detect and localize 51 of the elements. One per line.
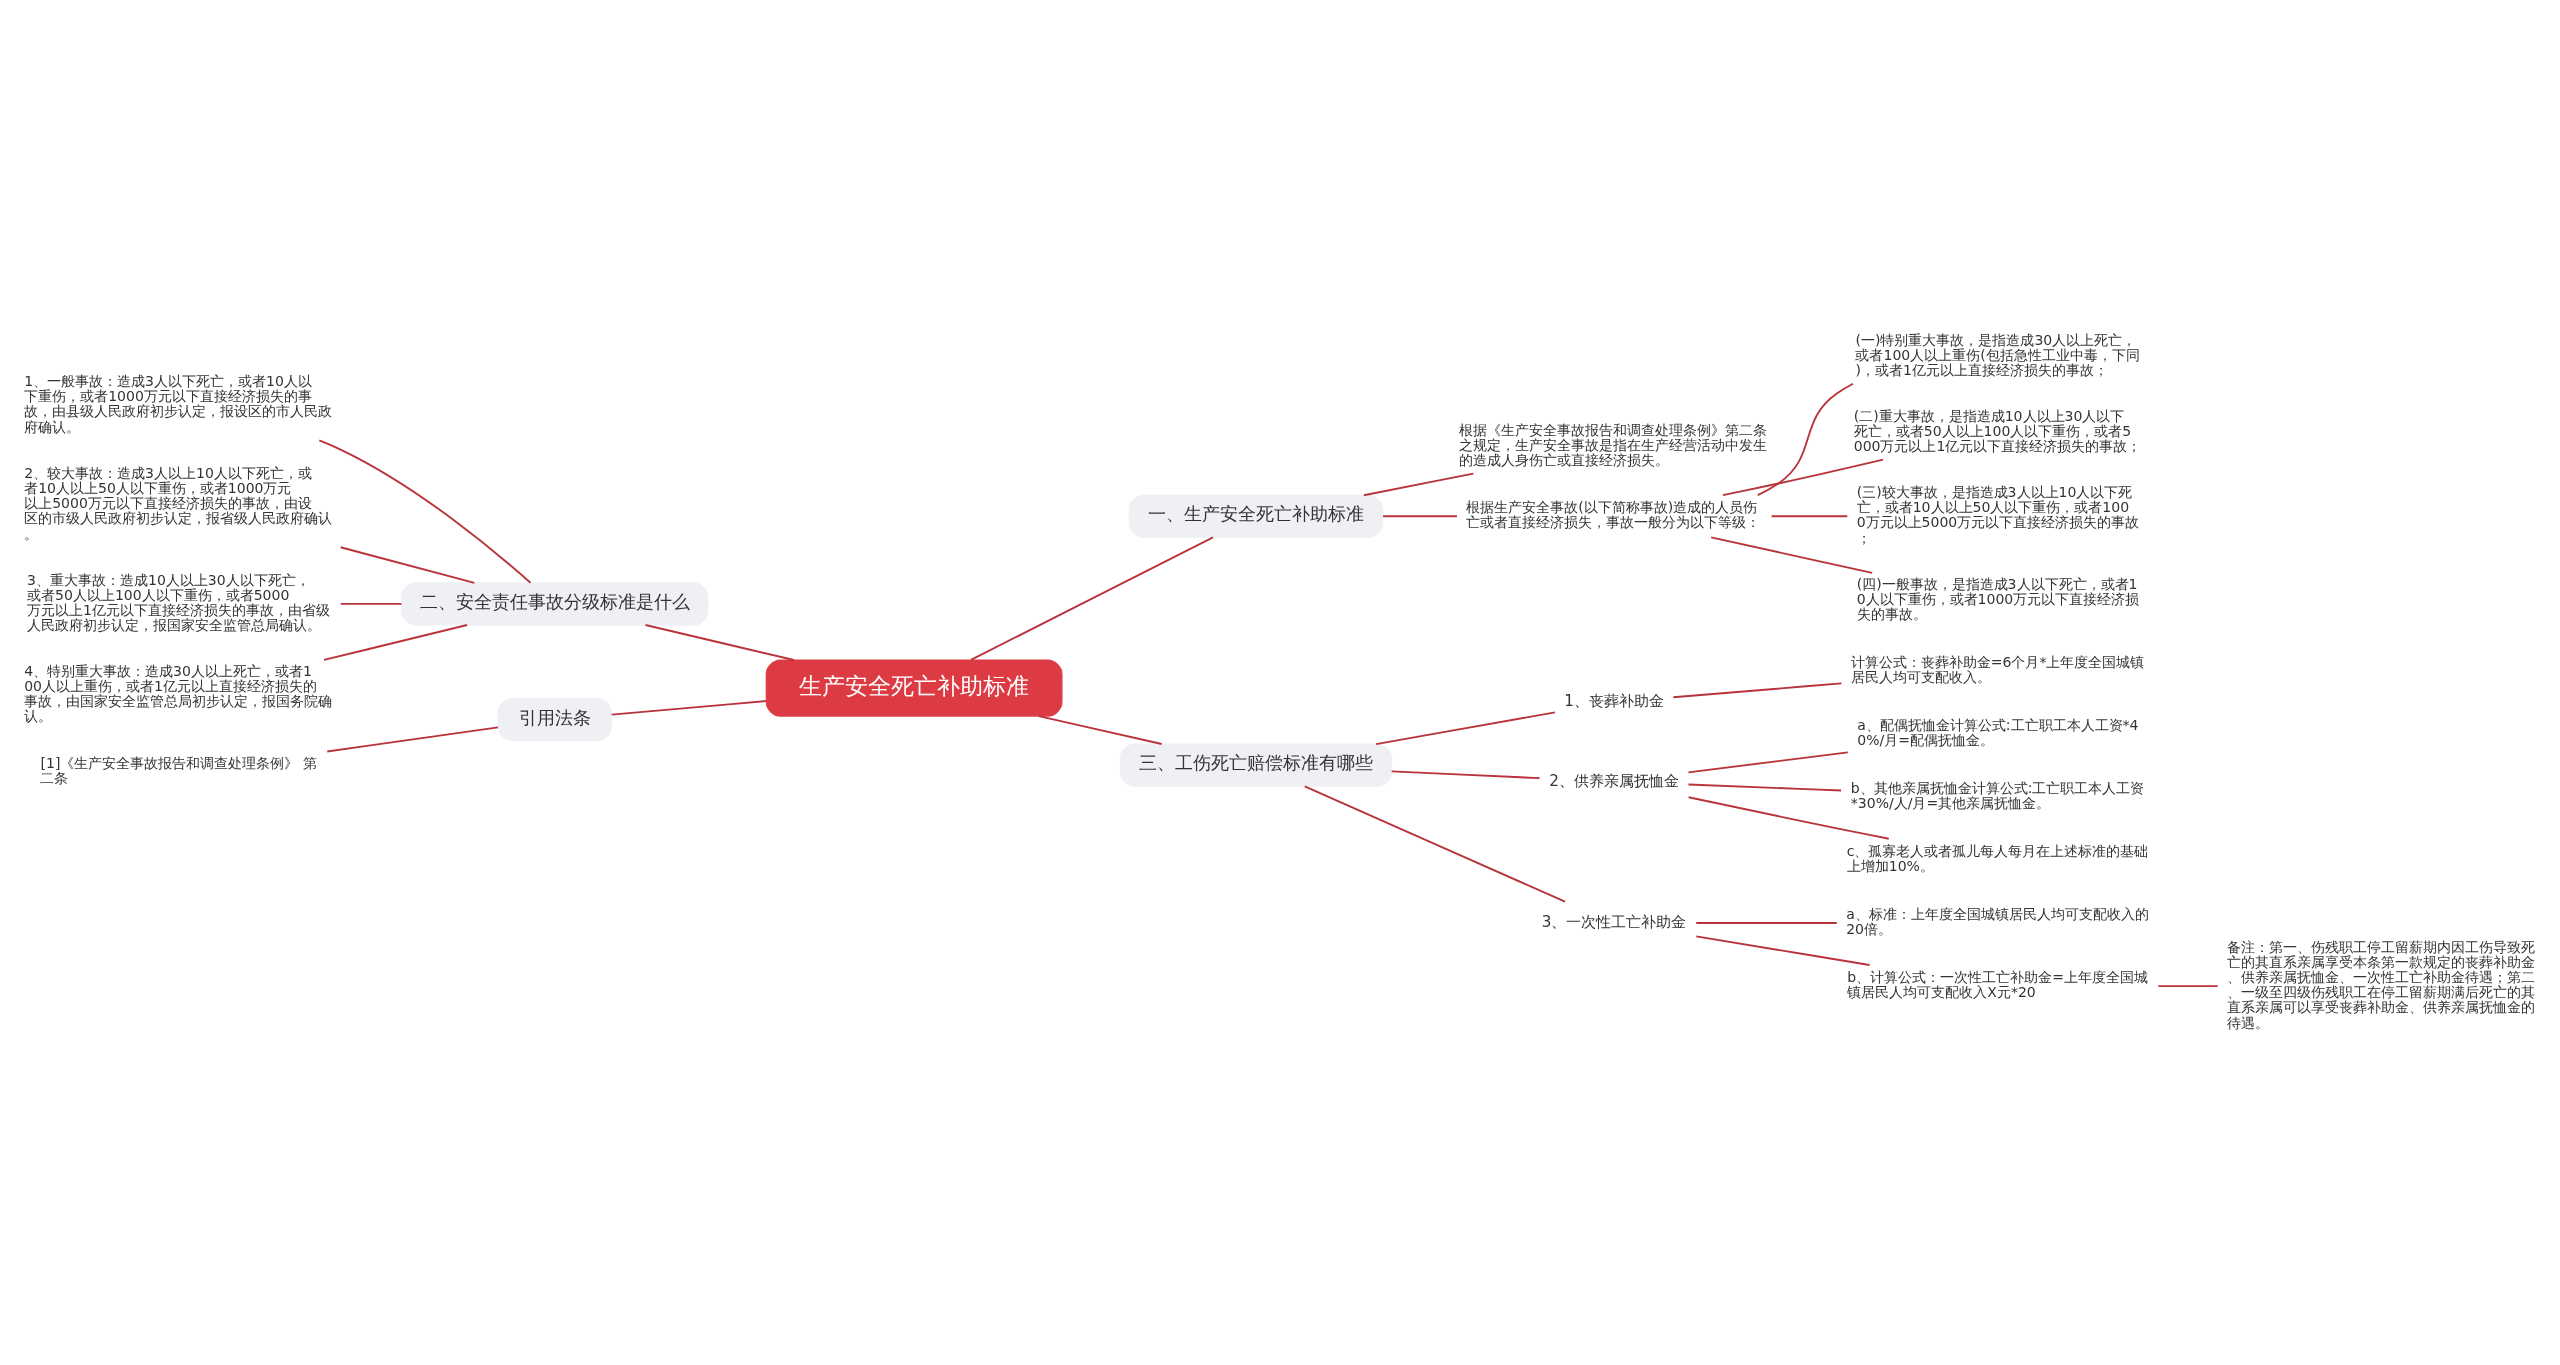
node-text: (四)一般事故，是指造成3人以下死亡，或者10人以下重伤，或者1000万元以下直接经济损失的事故。 xyxy=(1856,575,2139,623)
connector xyxy=(2156,985,2219,987)
node-text: b、计算公式：一次性工亡补助金=上年度全国城镇居民人均可支配收入X元*20 xyxy=(1846,969,2148,1001)
connector xyxy=(1721,458,1884,497)
node-text: (一)特别重大事故，是指造成30人以上死亡，或者100人以上重伤(包括急性工业中毒，下同)，或者1亿元以上直接经济损失的事故； xyxy=(1855,331,2140,378)
node-text: 4、特别重大事故：造成30人以上死亡，或者100人以上重伤，或者1亿元以上直接经济损失的事故，由国家安全监管总局初步认定，报国务院确认。 xyxy=(23,662,332,725)
connector xyxy=(1671,682,1842,699)
node-text: 2、较大事故：造成3人以上10人以下死亡，或者10人以上50人以下重伤，或者1000万元以上5000万元以下直接经济损失的事故，由设区的市级人民政府初步认定，报省级人民政府确认。 xyxy=(23,464,332,542)
connector xyxy=(1770,515,1848,518)
node-box: 生产安全死亡补助标准 xyxy=(765,659,1063,717)
node-text: (二)重大事故，是指造成10人以上30人以下死亡，或者50人以上100人以下重伤，或者5000万元以上1亿元以下直接经济损失的事故； xyxy=(1853,407,2141,454)
connector xyxy=(1374,711,1556,745)
connector xyxy=(1694,935,1870,966)
node-box: 引用法条 xyxy=(496,698,612,742)
node-text: 根据《生产安全事故报告和调查处理条例》第二条之规定，生产安全事故是指在生产经营活动中发生的造成人身伤亡或直接经济损失。 xyxy=(1458,421,1767,468)
connector xyxy=(1362,472,1474,497)
connector xyxy=(339,602,402,605)
connector xyxy=(610,700,767,716)
node-text: 1、一般事故：造成3人以下死亡，或者10人以下重伤，或者1000万元以下直接经济损失的事故，由县级人民政府初步认定，报设区的市人民政府确认。 xyxy=(23,373,332,435)
connector xyxy=(969,536,1214,661)
node-box: 一、生产安全死亡补助标准 xyxy=(1128,494,1383,538)
node-box: 二、安全责任事故分级标准是什么 xyxy=(400,582,708,626)
node-text: 3、一次性工亡补助金 xyxy=(1541,912,1686,931)
connector xyxy=(1303,785,1566,903)
node-text: (三)较大事故，是指造成3人以上10人以下死亡，或者10人以上50人以下重伤，或者1000万元以上5000万元以下直接经济损失的事故； xyxy=(1856,484,2139,546)
node-box: 三、工伤死亡赔偿标准有哪些 xyxy=(1119,743,1392,787)
node-text: 根据生产安全事故(以下简称事故)造成的人员伤亡或者直接经济损失，事故一般分为以下等级： xyxy=(1465,499,1760,531)
node-text: 2、供养亲属抚恤金 xyxy=(1548,771,1679,790)
node-text: b、其他亲属抚恤金计算公式:工亡职工本人工资*30%/人/月=其他亲属抚恤金。 xyxy=(1850,779,2144,811)
node-text: 1、丧葬补助金 xyxy=(1563,692,1664,711)
connector xyxy=(322,624,468,661)
connector xyxy=(1381,515,1458,518)
connector xyxy=(317,439,531,584)
node-text: 3、重大事故：造成10人以上30人以下死亡，或者50人以上100人以下重伤，或者5000万元以上1亿元以下直接经济损失的事故，由省级人民政府初步认定，报国家安全监管总局确认。 xyxy=(26,571,330,634)
connector xyxy=(1687,751,1849,774)
node-text: [1]《生产安全事故报告和调查处理条例》 第二条 xyxy=(40,755,317,787)
connector xyxy=(1756,382,1854,496)
node-text: a、配偶抚恤金计算公式:工亡职工本人工资*40%/月=配偶抚恤金。 xyxy=(1856,716,2139,748)
node-text: c、孤寡老人或者孤儿每人每月在上述标准的基础上增加10%。 xyxy=(1846,842,2148,875)
connector xyxy=(644,624,795,661)
connector xyxy=(1694,922,1838,924)
node-text: 备注：第一、伤残职工停工留薪期内因工伤导致死亡的其直系亲属享受本条第一款规定的丧葬补助金、供养亲属抚恤金、一次性工亡补助金待遇；第二、一级至四级伤残职工在停工留薪期满后死亡的其直系亲属可以享受丧葬补助金、供养亲属抚恤金的待遇。 xyxy=(2226,938,2535,1031)
connector xyxy=(1037,715,1163,745)
connector xyxy=(1709,536,1873,574)
connector xyxy=(1390,770,1541,780)
connector xyxy=(1687,783,1842,792)
node-text: 计算公式：丧葬补助金=6个月*上年度全国城镇居民人均可支配收入。 xyxy=(1850,653,2144,685)
connector xyxy=(1687,796,1890,840)
connector xyxy=(325,726,499,753)
node-text: a、标准：上年度全国城镇居民人均可支配收入的20倍。 xyxy=(1845,905,2149,938)
connector xyxy=(339,546,475,584)
